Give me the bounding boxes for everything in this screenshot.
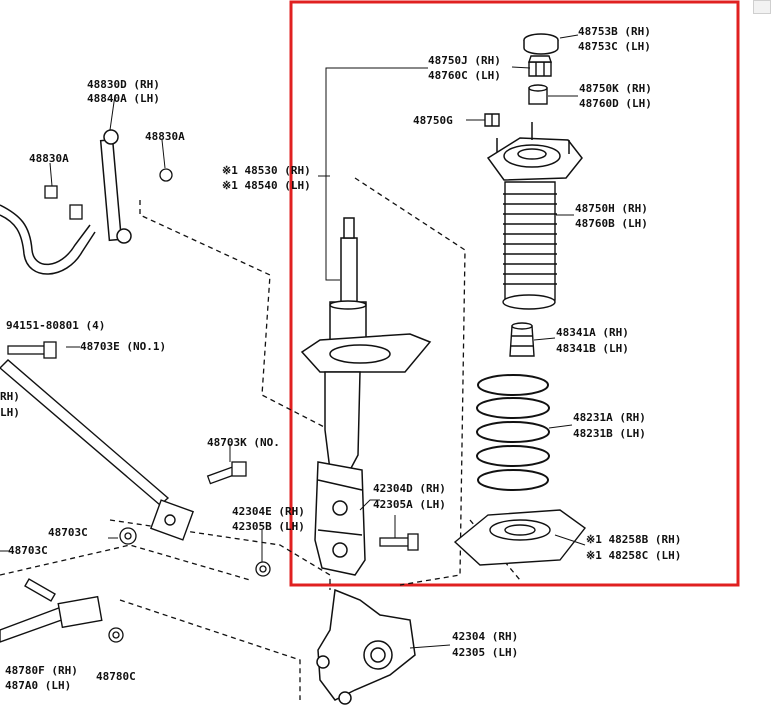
- label-bolt-lower-rh: 42304E (RH): [232, 505, 305, 518]
- label-nut-rh: 48750J (RH): [428, 54, 501, 67]
- nut-42304e: [255, 561, 271, 577]
- label-bumper-lh: 48341B (LH): [556, 342, 629, 355]
- scrollbar-thumb[interactable]: [753, 0, 771, 14]
- link-nut: [159, 168, 173, 182]
- nut-48703c: [119, 527, 137, 545]
- bolt-48703e: [7, 341, 57, 359]
- label-nut-lh: 48760C (LH): [428, 69, 501, 82]
- label-boot-rh: 48750H (RH): [575, 202, 648, 215]
- label-link-nut: 48830A: [145, 130, 185, 143]
- label-spring-lh: 48231B (LH): [573, 427, 646, 440]
- boot-bellows: [502, 181, 557, 310]
- steering-knuckle: [316, 588, 416, 705]
- label-bushing-lh: 48760D (LH): [579, 97, 652, 110]
- bushing-48750k: [528, 84, 548, 105]
- label-link-lh: 48840A (LH): [87, 92, 160, 105]
- label-bolt-48703e: 48703E (NO.1): [80, 340, 166, 353]
- label-strut-rh: ※1 48530 (RH): [222, 164, 311, 177]
- label-nut-48703c: 48703C: [48, 526, 88, 539]
- label-boot-lh: 48760B (LH): [575, 217, 648, 230]
- part-labels: 48753B (RH) 48753C (LH) 48750J (RH) 4876…: [0, 25, 681, 692]
- nut-48780c: [108, 627, 124, 643]
- label-arm-487a0: 487A0 (LH): [5, 679, 71, 692]
- bump-stopper: [509, 322, 535, 357]
- stabilizer-link: [99, 129, 132, 244]
- lower-arm: [0, 578, 103, 643]
- leader-lines: [0, 34, 586, 649]
- highlight-box: [289, 0, 740, 587]
- label-link-rh: 48830D (RH): [87, 78, 160, 91]
- label-cut-lh: LH): [0, 406, 20, 419]
- bolt-42304d: [379, 533, 419, 551]
- label-strut-lh: ※1 48540 (LH): [222, 179, 311, 192]
- strut-mount: [486, 122, 583, 181]
- upper-support-cap: [523, 33, 559, 55]
- stabilizer-bar: [0, 204, 96, 275]
- lower-insulator: [453, 509, 586, 566]
- label-bumper-rh: 48341A (RH): [556, 326, 629, 339]
- label-insulator-lh: ※1 48258C (LH): [586, 549, 681, 562]
- label-bolt-lower-lh: 42305B (LH): [232, 520, 305, 533]
- label-knuckle-rh: 42304 (RH): [452, 630, 518, 643]
- label-bolt-upper-rh: 42304D (RH): [373, 482, 446, 495]
- coil-spring: [476, 374, 550, 491]
- label-bolt-upper-lh: 42305A (LH): [373, 498, 446, 511]
- stab-bushing: [44, 185, 83, 220]
- label-nut-48703c-b: 48703C: [8, 544, 48, 557]
- label-cut-rh: RH): [0, 390, 20, 403]
- nut-48750j: [528, 55, 552, 77]
- label-upper-support-lh: 48753C (LH): [578, 40, 651, 53]
- nut-48750g: [484, 113, 500, 127]
- label-nut-48780c: 48780C: [96, 670, 136, 683]
- label-bushing-rh: 48750K (RH): [579, 82, 652, 95]
- strut-assembly: [300, 217, 432, 576]
- label-knuckle-lh: 42305 (LH): [452, 646, 518, 659]
- label-arm-48780f: 48780F (RH): [5, 664, 78, 677]
- label-insulator-rh: ※1 48258B (RH): [586, 533, 681, 546]
- label-bolt-94151: 94151-80801 (4): [6, 319, 105, 332]
- label-stab-bush: 48830A: [29, 152, 69, 165]
- label-bolt-48703k: 48703K (NO.: [207, 436, 280, 449]
- bolt-48703k: [206, 461, 247, 485]
- lateral-rod: [0, 359, 195, 541]
- label-spring-rh: 48231A (RH): [573, 411, 646, 424]
- label-nut-g: 48750G: [413, 114, 453, 127]
- label-upper-support-rh: 48753B (RH): [578, 25, 651, 38]
